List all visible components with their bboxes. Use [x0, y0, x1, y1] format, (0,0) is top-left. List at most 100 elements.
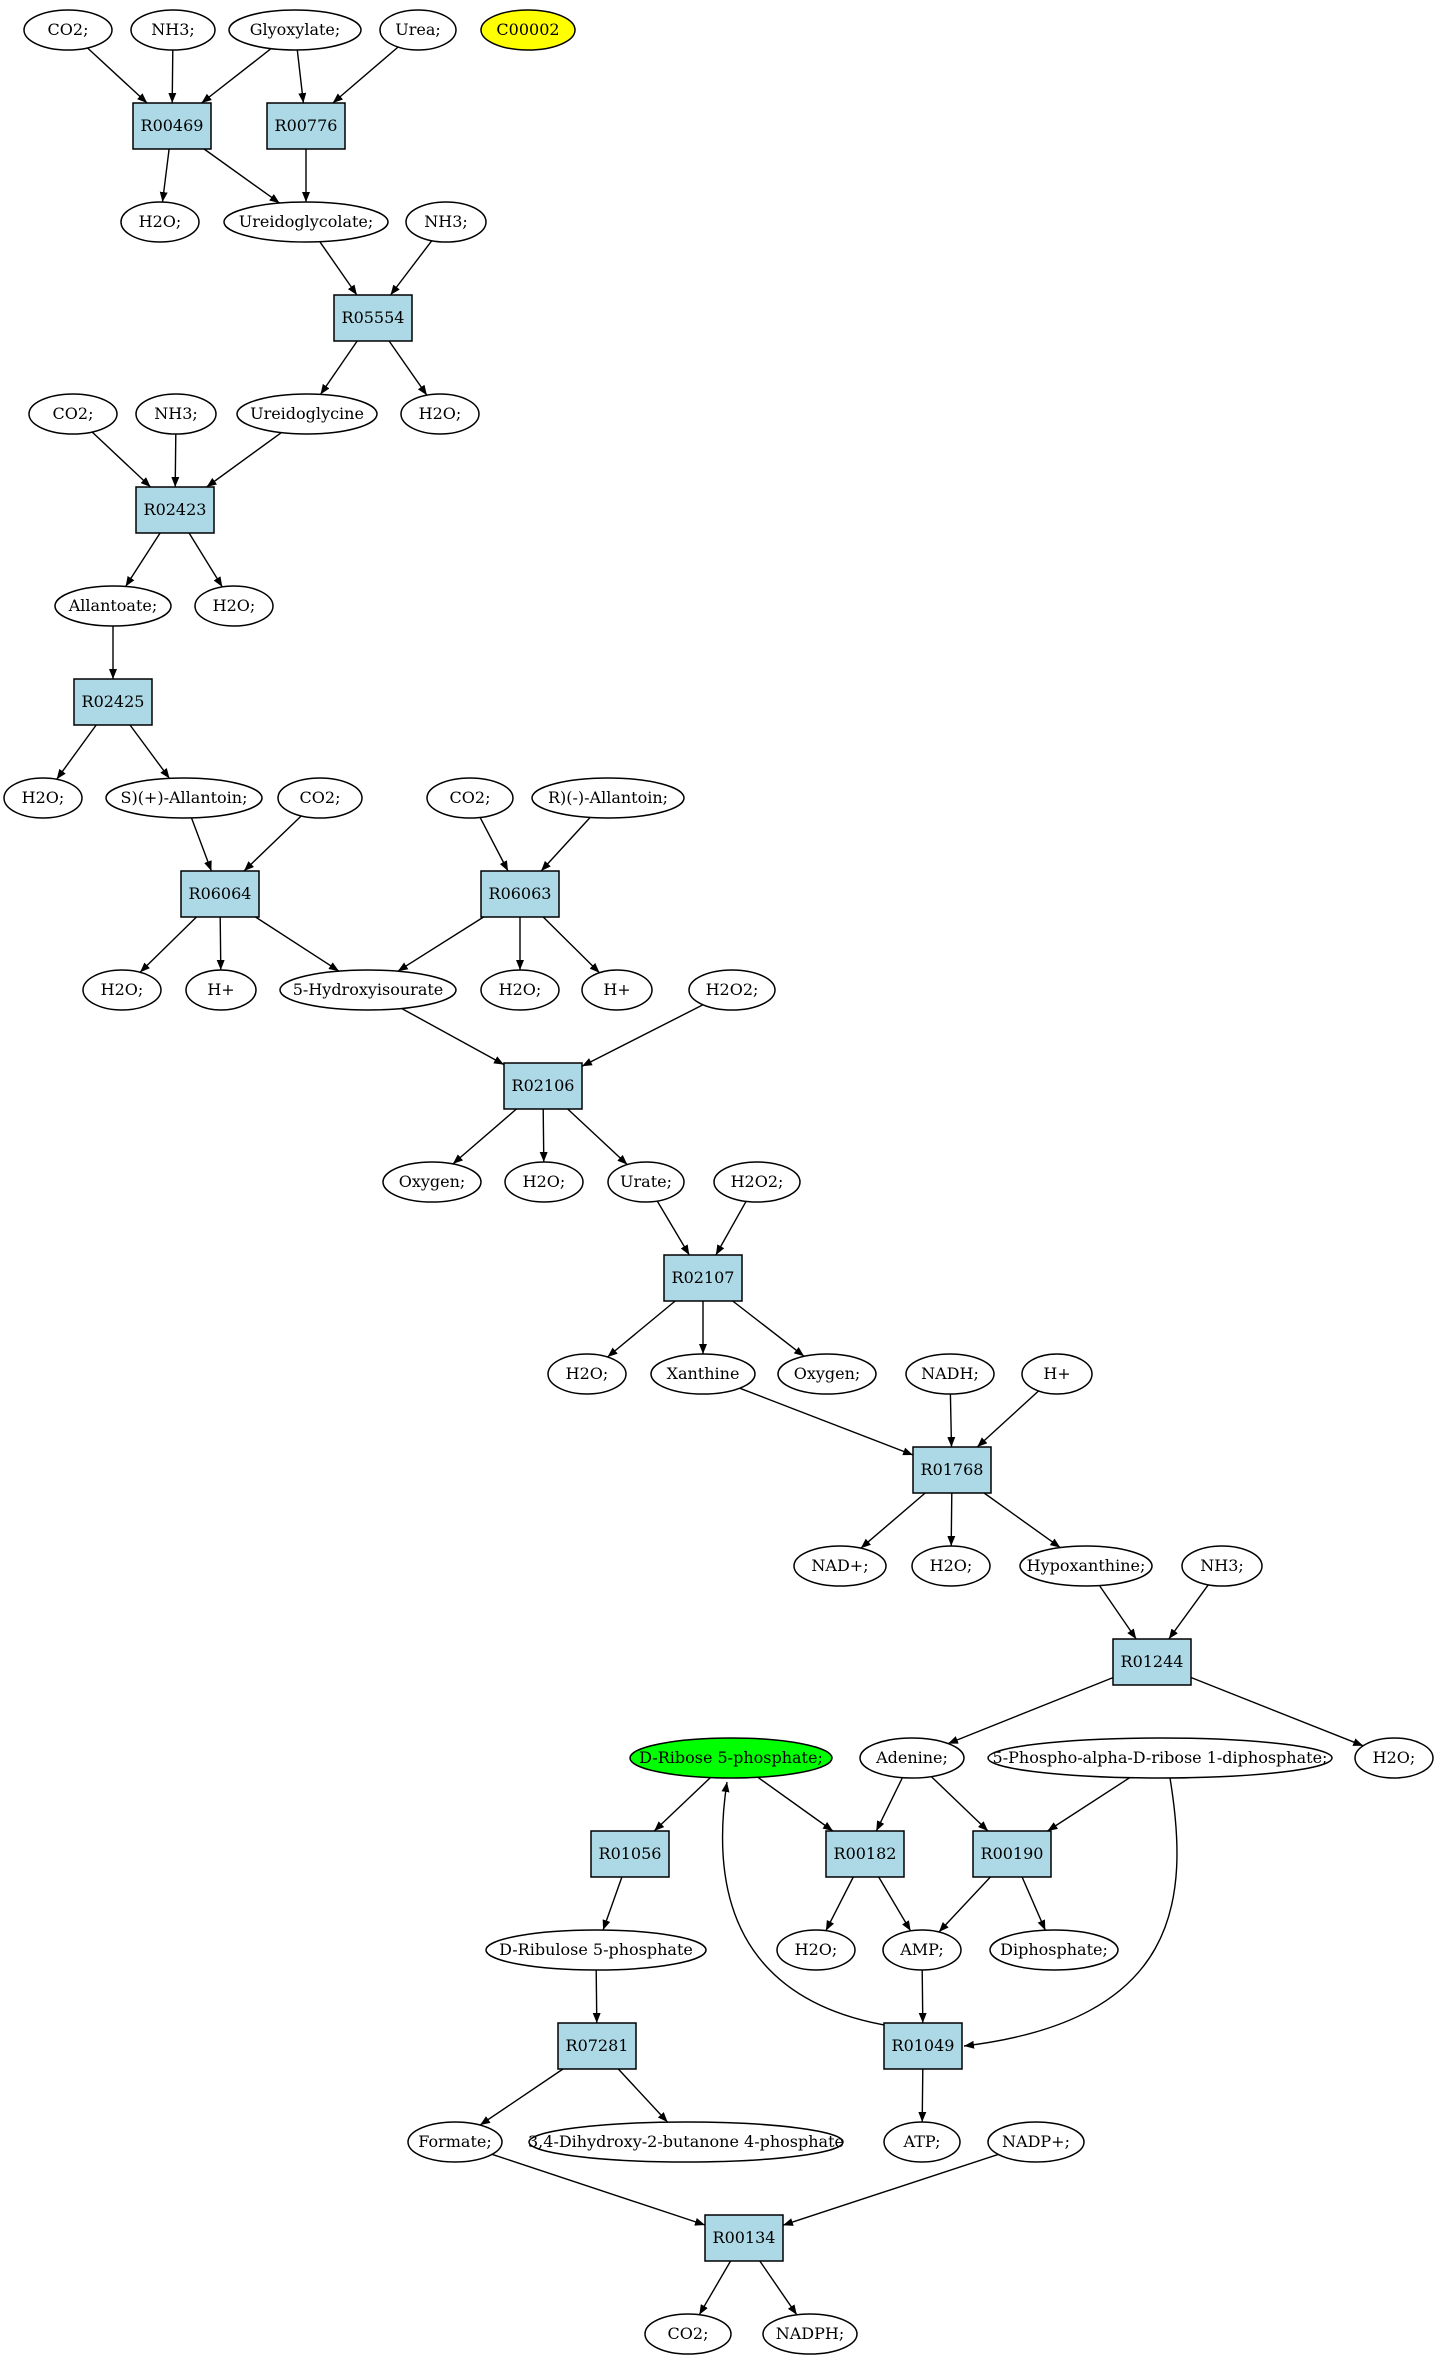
compound-node-hypoxanthine[interactable]: Hypoxanthine;	[1019, 1545, 1153, 1587]
compound-node-atp[interactable]: ATP;	[883, 2121, 961, 2163]
compound-node-s_allantoin[interactable]: S)(+)-Allantoin;	[105, 777, 263, 819]
edge-prpp-to-r00190	[1047, 1777, 1131, 1832]
compound-node-hydroxyisourate[interactable]: 5-Hydroxyisourate	[279, 969, 457, 1011]
compound-node-nh3_4[interactable]: NH3;	[1181, 1545, 1263, 1587]
compound-node-prpp[interactable]: 5-Phospho-alpha-D-ribose 1-diphosphate;	[987, 1737, 1333, 1779]
compound-node-ribulose5p[interactable]: D-Ribulose 5-phosphate	[485, 1929, 707, 1971]
compound-node-h2o2_1[interactable]: H2O2;	[688, 969, 776, 1011]
compound-node-h2o_10[interactable]: H2O;	[1354, 1737, 1434, 1779]
compound-node-h2o_4[interactable]: H2O;	[3, 777, 83, 819]
reaction-node-r00190[interactable]: R00190	[972, 1830, 1052, 1878]
compound-node-co2_4[interactable]: CO2;	[426, 777, 514, 819]
compound-node-glyoxylate[interactable]: Glyoxylate;	[228, 9, 362, 51]
compound-node-formate[interactable]: Formate;	[407, 2121, 503, 2163]
reaction-box	[1112, 1638, 1192, 1686]
edge-r07281-to-formate	[479, 2068, 564, 2126]
compound-node-h2o2_2[interactable]: H2O2;	[713, 1161, 801, 1203]
edge-nh3_2-to-r05554	[389, 240, 433, 296]
node-label: D-Ribose 5-phosphate;	[639, 1748, 823, 1767]
compound-node-nh3_3[interactable]: NH3;	[135, 393, 217, 435]
compound-node-h2o_1[interactable]: H2O;	[120, 201, 200, 243]
compound-node-nadh[interactable]: NADH;	[905, 1353, 995, 1395]
compound-node-ureidoglycine[interactable]: Ureidoglycine	[236, 393, 378, 435]
compound-node-ureidoglycolate[interactable]: Ureidoglycolate;	[223, 201, 389, 243]
node-label: R02107	[672, 1268, 735, 1287]
reaction-node-r00776[interactable]: R00776	[266, 102, 346, 150]
compound-node-oxygen_1[interactable]: Oxygen;	[382, 1161, 482, 1203]
compound-node-urate[interactable]: Urate;	[607, 1161, 685, 1203]
compound-ellipse	[120, 201, 200, 243]
compound-node-xanthine[interactable]: Xanthine	[650, 1353, 756, 1395]
edge-nh3_4-to-r01244	[1168, 1584, 1209, 1640]
compound-node-oxygen_2[interactable]: Oxygen;	[777, 1353, 877, 1395]
node-label: CO2;	[48, 20, 89, 39]
compound-node-co2_2[interactable]: CO2;	[28, 393, 118, 435]
compound-node-nh3_2[interactable]: NH3;	[405, 201, 487, 243]
edge-r02106-to-urate	[567, 1108, 628, 1166]
reaction-node-r00469[interactable]: R00469	[132, 102, 212, 150]
reaction-box	[590, 1830, 670, 1878]
compound-ellipse	[379, 9, 457, 51]
edge-r_allantoin-to-r06063	[540, 816, 591, 872]
compound-node-hplus_1[interactable]: H+	[185, 969, 257, 1011]
node-label: NADPH;	[776, 2324, 845, 2343]
compound-node-urea[interactable]: Urea;	[379, 9, 457, 51]
compound-node-h2o_5[interactable]: H2O;	[82, 969, 162, 1011]
reaction-node-r02106[interactable]: R02106	[503, 1062, 583, 1110]
compound-node-allantoate[interactable]: Allantoate;	[54, 585, 172, 627]
node-label: 3,4-Dihydroxy-2-butanone 4-phosphate	[528, 2132, 844, 2151]
compound-node-c00002[interactable]: C00002	[480, 9, 576, 51]
compound-ellipse	[883, 2121, 961, 2163]
compound-node-h2o_8[interactable]: H2O;	[547, 1353, 627, 1395]
reaction-node-r06063[interactable]: R06063	[480, 870, 560, 918]
node-label: R02425	[82, 692, 145, 711]
reaction-node-r02425[interactable]: R02425	[73, 678, 153, 726]
edge-h2o2_2-to-r02107	[715, 1200, 747, 1256]
edge-r02106-to-oxygen_1	[452, 1108, 517, 1165]
compound-node-h2o_2[interactable]: H2O;	[400, 393, 480, 435]
reaction-node-r05554[interactable]: R05554	[333, 294, 413, 342]
reaction-box	[132, 102, 212, 150]
compound-node-nadph[interactable]: NADPH;	[762, 2313, 858, 2355]
compound-node-hplus_2[interactable]: H+	[581, 969, 653, 1011]
compound-node-co2_5[interactable]: CO2;	[644, 2313, 732, 2355]
node-label: AMP;	[899, 1940, 944, 1959]
compound-node-adenine[interactable]: Adenine;	[859, 1737, 965, 1779]
node-label: R02106	[512, 1076, 575, 1095]
reaction-node-r00182[interactable]: R00182	[825, 1830, 905, 1878]
reaction-node-r01049[interactable]: R01049	[883, 2022, 963, 2070]
edge-hydroxyisourate-to-r02106	[401, 1007, 505, 1066]
reaction-box	[912, 1446, 992, 1494]
compound-node-co2_3[interactable]: CO2;	[277, 777, 363, 819]
compound-node-hplus_3[interactable]: H+	[1021, 1353, 1093, 1395]
reaction-node-r02423[interactable]: R02423	[135, 486, 215, 534]
reaction-node-r06064[interactable]: R06064	[180, 870, 260, 918]
reaction-node-r02107[interactable]: R02107	[663, 1254, 743, 1302]
compound-node-h2o_6[interactable]: H2O;	[480, 969, 560, 1011]
compound-node-co2_1[interactable]: CO2;	[23, 9, 113, 51]
edge-r01768-to-hypoxanthine	[983, 1492, 1061, 1549]
compound-ellipse	[911, 1545, 991, 1587]
compound-node-nadpplus[interactable]: NADP+;	[987, 2121, 1085, 2163]
reaction-node-r00134[interactable]: R00134	[704, 2214, 784, 2262]
compound-node-h2o_3[interactable]: H2O;	[194, 585, 274, 627]
edge-r02425-to-s_allantoin	[129, 724, 171, 779]
compound-node-dhbp[interactable]: 3,4-Dihydroxy-2-butanone 4-phosphate	[528, 2121, 844, 2163]
node-label: NH3;	[1200, 1556, 1244, 1575]
node-label: S)(+)-Allantoin;	[120, 788, 247, 807]
compound-node-ribose5p[interactable]: D-Ribose 5-phosphate;	[629, 1737, 833, 1779]
compound-node-h2o_11[interactable]: H2O;	[776, 1929, 856, 1971]
compound-node-h2o_9[interactable]: H2O;	[911, 1545, 991, 1587]
reaction-box	[557, 2022, 637, 2070]
reaction-node-r01768[interactable]: R01768	[912, 1446, 992, 1494]
reaction-node-r01056[interactable]: R01056	[590, 1830, 670, 1878]
compound-node-diphosphate[interactable]: Diphosphate;	[989, 1929, 1119, 1971]
edge-r00469-to-h2o_1	[159, 148, 170, 203]
reaction-node-r07281[interactable]: R07281	[557, 2022, 637, 2070]
reaction-node-r01244[interactable]: R01244	[1112, 1638, 1192, 1686]
compound-node-nadplus[interactable]: NAD+;	[793, 1545, 887, 1587]
compound-node-r_allantoin[interactable]: R)(-)-Allantoin;	[531, 777, 685, 819]
compound-node-amp[interactable]: AMP;	[882, 1929, 962, 1971]
compound-node-nh3_1[interactable]: NH3;	[130, 9, 216, 51]
compound-node-h2o_7[interactable]: H2O;	[504, 1161, 584, 1203]
